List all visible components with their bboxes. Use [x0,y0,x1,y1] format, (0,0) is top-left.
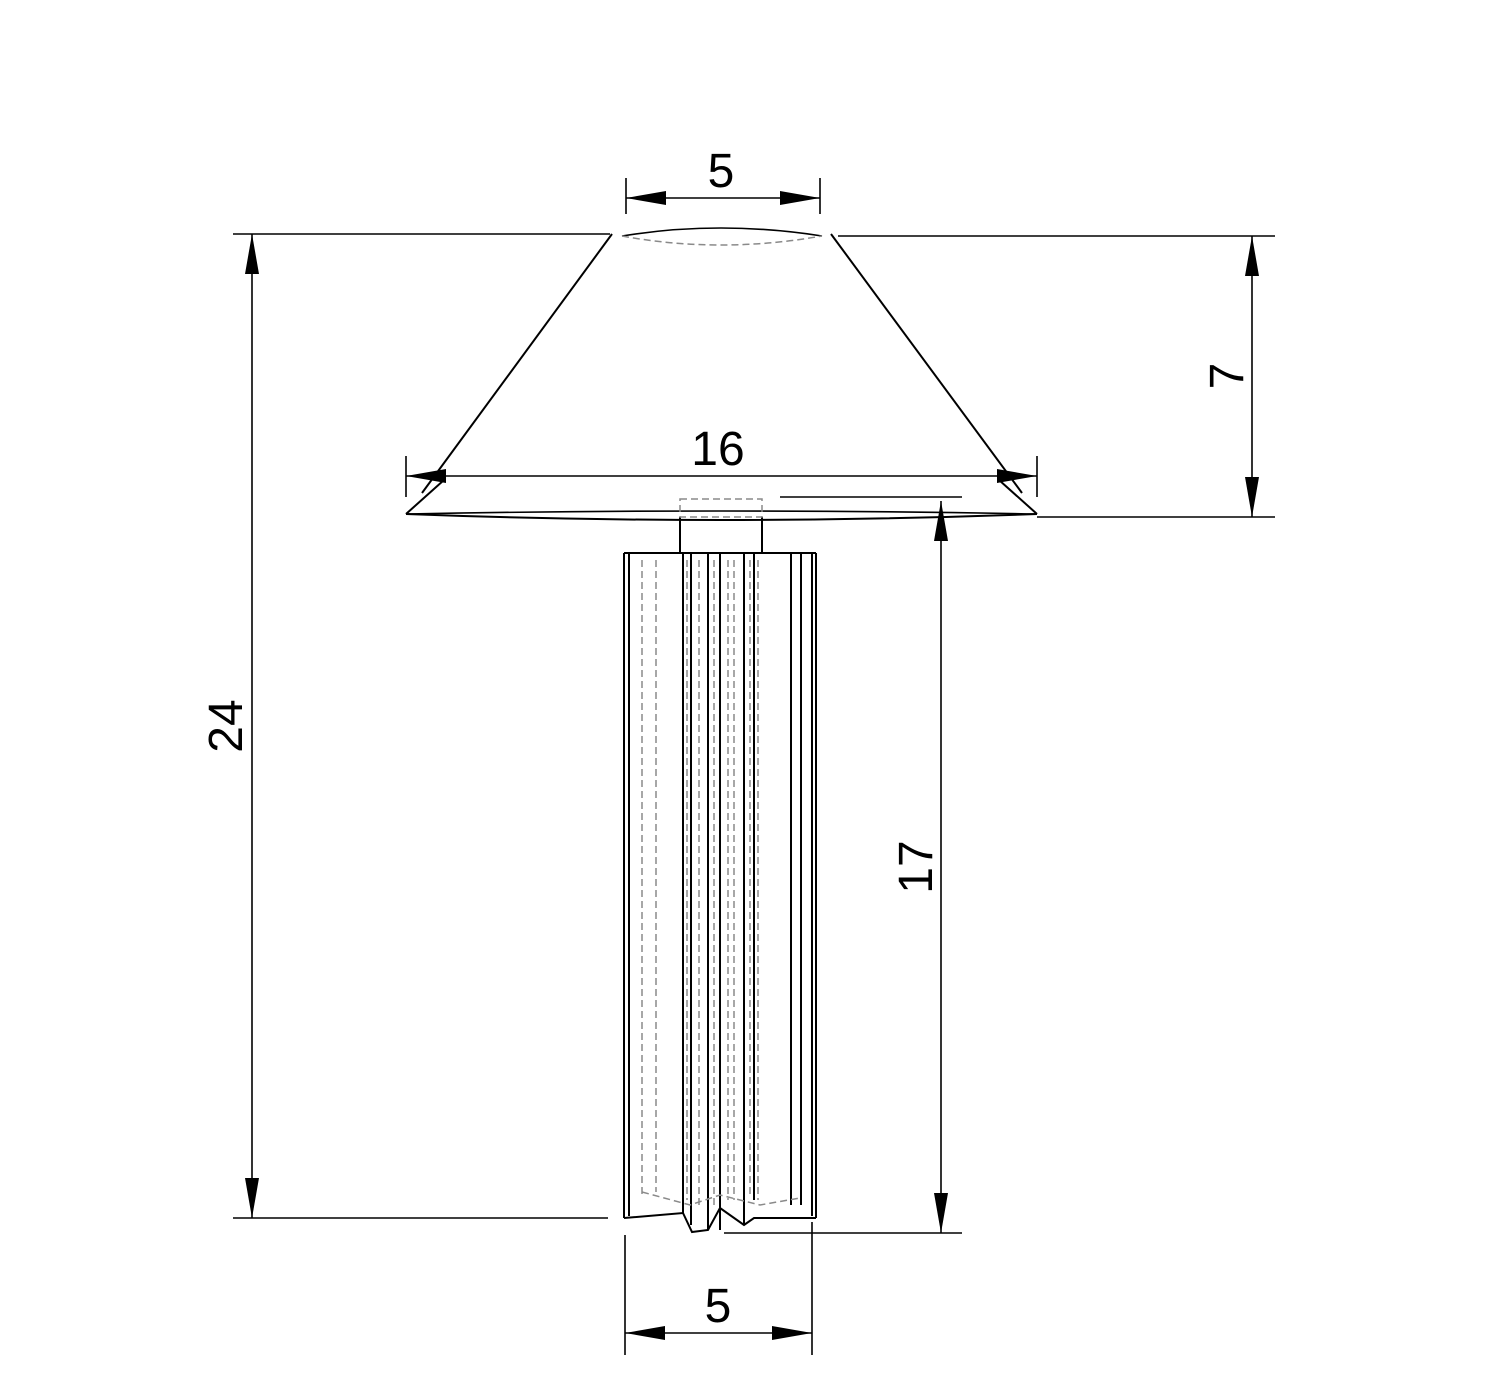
shade-height-label: 7 [1201,363,1254,390]
total-height-label: 24 [200,699,253,752]
dimension-total-height [245,234,259,1218]
base-width-label: 5 [705,1280,732,1333]
dimension-base-height [934,501,948,1233]
base-height-label: 17 [890,840,943,893]
lamp-neck [679,498,763,553]
lamp-base [623,552,817,1234]
dimension-shade-top [626,191,820,205]
shade-top-width-label: 5 [708,145,735,198]
shade-bottom-width-label: 16 [691,423,744,476]
lamp-shade [405,227,1038,521]
dimension-base-width [625,1326,812,1340]
extension-lines [233,178,1275,1355]
dimension-shade-bottom [406,469,1037,483]
dimension-shade-height [1245,236,1259,517]
